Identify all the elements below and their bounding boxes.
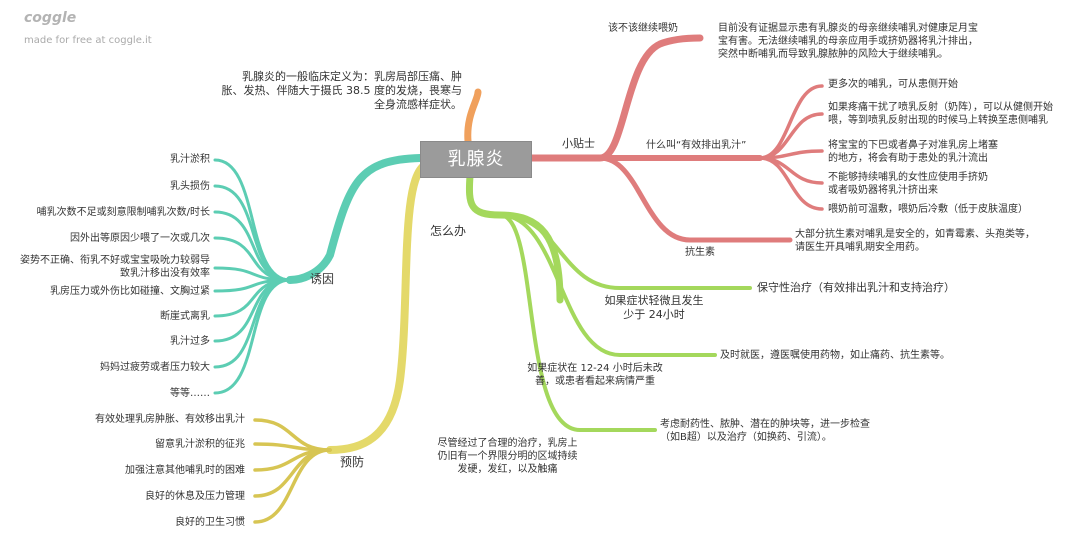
text-line: 发硬，发红，以及触痛 [457, 464, 558, 475]
text-line: 请医生开具哺乳期安全用药。 [795, 242, 925, 253]
drain-label[interactable]: 什么叫“有效排出乳汁” [646, 140, 747, 151]
lump-condition[interactable]: 尽管经过了合理的治疗，乳房上 仍旧有一个界限分明的区域持续 发硬，发红，以及触痛 [430, 437, 585, 476]
cause-link-5 [213, 266, 292, 282]
text-line: 仍旧有一个界限分明的区域持续 [437, 451, 578, 462]
cause-item-line: 姿势不正确、衔乳不好或宝宝吸吮力较弱导 [20, 255, 210, 266]
branch-causes [286, 154, 424, 284]
definition-line: 乳腺炎的一般临床定义为：乳房局部压痛、肿 [242, 70, 462, 83]
mild-action[interactable]: 保守性治疗（有效排出乳汁和支持治疗） [757, 281, 955, 294]
cause-link-9 [213, 278, 292, 369]
cause-item[interactable]: 乳汁淤积 [170, 154, 210, 165]
text-line: 喂，等到喷乳反射出现的时候马上转换至患侧哺乳 [828, 115, 1048, 126]
cause-item[interactable]: 因外出等原因少喂了一次或几次 [70, 233, 210, 244]
text-line: （如B超）以及治疗（如换药、引流）。 [660, 432, 832, 443]
cause-item[interactable]: 乳头损伤 [170, 181, 210, 192]
coggle-logo[interactable]: coggle [24, 10, 77, 26]
drain-item[interactable]: 更多次的哺乳，可从患侧开始 [828, 79, 958, 90]
text-line: 或者吸奶器将乳汁挤出来 [828, 185, 938, 196]
tips-label[interactable]: 小贴士 [562, 137, 595, 150]
branch-definition [464, 88, 482, 145]
text-line: 将宝宝的下巴或者鼻子对准乳房上堵塞 [828, 140, 998, 151]
text-line: 善，或患者看起来病情严重 [535, 376, 655, 387]
cause-link-1 [213, 158, 292, 282]
prevention-item[interactable]: 良好的休息及压力管理 [145, 491, 245, 502]
drain-item[interactable]: 将宝宝的下巴或者鼻子对准乳房上堵塞 的地方，将会有助于患处的乳汁流出 [828, 139, 998, 165]
text-line: 大部分抗生素对哺乳是安全的，如青霉素、头孢类等， [795, 229, 1035, 240]
text-line: 如果症状轻微且发生 [604, 294, 704, 307]
cause-link-2 [213, 184, 292, 282]
drain-item[interactable]: 喂奶前可温敷，喂奶后冷敷（低于皮肤温度） [828, 204, 1028, 215]
definition-text: 乳腺炎的一般临床定义为：乳房局部压痛、肿 胀、发热、伴随大于摄氏 38.5 度的… [194, 70, 462, 112]
text-line: 尽管经过了合理的治疗，乳房上 [437, 438, 578, 449]
drain-link-5 [758, 156, 824, 211]
text-line: 的地方，将会有助于患处的乳汁流出 [828, 153, 988, 164]
text-line: 如果症状在 12-24 小时后未改 [527, 363, 663, 374]
persist-link [498, 213, 717, 357]
cause-item[interactable]: 姿势不正确、衔乳不好或宝宝吸吮力较弱导 致乳汁移出没有效率 [10, 254, 210, 280]
cause-item[interactable]: 哺乳次数不足或刻意限制哺乳次数/时长 [36, 207, 210, 218]
lump-action[interactable]: 考虑耐药性、脓肿、潜在的肿块等，进一步检查 （如B超）以及治疗（如换药、引流）。 [660, 418, 870, 444]
prevention-item[interactable]: 良好的卫生习惯 [175, 517, 245, 528]
cause-link-8 [213, 278, 292, 343]
branch-tips [526, 34, 704, 162]
mild-condition[interactable]: 如果症状轻微且发生 少于 24小时 [580, 294, 728, 322]
continue-feeding-text: 目前没有证据显示患有乳腺炎的母亲继续哺乳对健康足月宝 宝有害。无法继续哺乳的母亲… [718, 22, 978, 61]
prevention-label[interactable]: 预防 [340, 455, 365, 469]
cause-item[interactable]: 乳汁过多 [170, 336, 210, 347]
whattodo-label[interactable]: 怎么办 [430, 224, 467, 238]
drain-link-1 [758, 84, 824, 160]
center-node[interactable]: 乳腺炎 [420, 141, 532, 178]
cause-item[interactable]: 断崖式离乳 [160, 311, 210, 322]
cause-item-line: 致乳汁移出没有效率 [120, 268, 210, 279]
text-line: 考虑耐药性、脓肿、潜在的肿块等，进一步检查 [660, 419, 870, 430]
prevention-item[interactable]: 加强注意其他哺乳时的困难 [125, 465, 245, 476]
definition-line: 全身流感样症状。 [374, 98, 462, 111]
text-line: 突然中断哺乳而导致乳腺脓肿的风险大于继续哺乳。 [718, 49, 948, 60]
drain-item[interactable]: 如果疼痛干扰了喷乳反射（奶阵），可以从健侧开始 喂，等到喷乳反射出现的时候马上转… [828, 101, 1053, 127]
coggle-tagline[interactable]: made for free at coggle.it [24, 35, 152, 46]
drain-item[interactable]: 不能够持续哺乳的女性应使用手挤奶 或者吸奶器将乳汁挤出来 [828, 171, 988, 197]
cause-link-10 [213, 278, 292, 395]
antibiotics-label[interactable]: 抗生素 [685, 247, 715, 258]
causes-label[interactable]: 诱因 [310, 272, 335, 286]
prevent-link-5 [253, 448, 332, 524]
text-line: 如果疼痛干扰了喷乳反射（奶阵），可以从健侧开始 [828, 102, 1053, 113]
cause-item[interactable]: 妈妈过疲劳或者压力较大 [100, 362, 210, 373]
branch-prevention [326, 161, 429, 454]
text-line: 宝有害。无法继续哺乳的母亲应用手或挤奶器将乳汁排出， [718, 36, 978, 47]
text-line: 不能够持续哺乳的女性应使用手挤奶 [828, 172, 988, 183]
definition-line: 胀、发热、伴随大于摄氏 38.5 度的发烧，畏寒与 [221, 84, 462, 97]
cause-item[interactable]: 等等…… [170, 388, 210, 399]
persist-condition[interactable]: 如果症状在 12-24 小时后未改 善，或患者看起来病情严重 [520, 362, 670, 388]
prevention-item[interactable]: 留意乳汁淤积的征兆 [155, 439, 245, 450]
text-line: 少于 24小时 [623, 308, 685, 321]
antibiotics-text: 大部分抗生素对哺乳是安全的，如青霉素、头孢类等， 请医生开具哺乳期安全用药。 [795, 228, 1035, 254]
continue-feeding-label[interactable]: 该不该继续喂奶 [608, 23, 678, 34]
text-line: 目前没有证据显示患有乳腺炎的母亲继续哺乳对健康足月宝 [718, 23, 978, 34]
cause-item[interactable]: 乳房压力或外伤比如碰撞、文胸过紧 [50, 286, 210, 297]
prevention-item[interactable]: 有效处理乳房肿胀、有效移出乳汁 [95, 414, 245, 425]
lump-link [498, 213, 657, 432]
mild-link [498, 213, 752, 290]
branch-antibiotics [597, 155, 793, 243]
persist-action[interactable]: 及时就医，遵医嘱使用药物，如止痛药、抗生素等。 [720, 350, 950, 361]
